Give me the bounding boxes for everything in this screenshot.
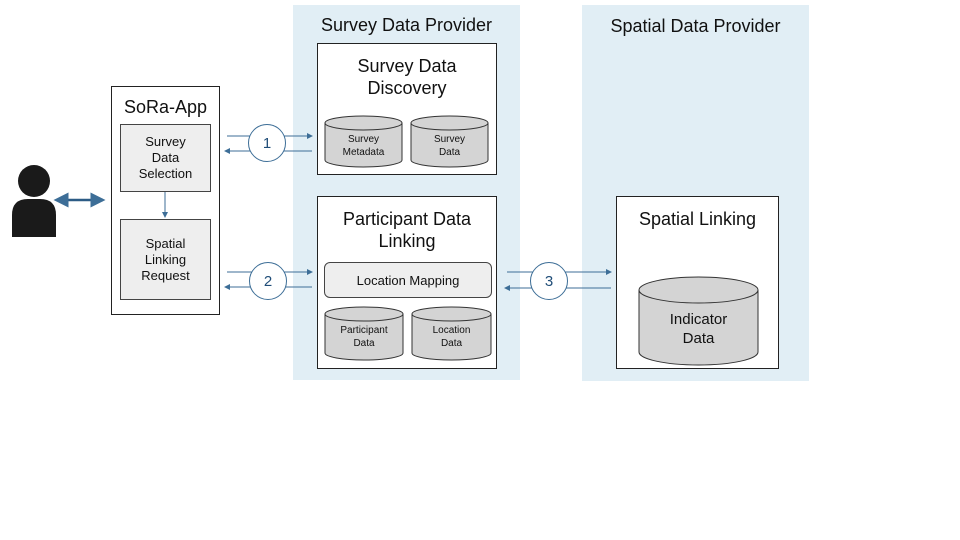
step-3-badge: 3 <box>530 262 568 300</box>
indicator-data-label: Indicator Data <box>669 311 728 347</box>
participant-data-label: Participant Data <box>340 325 388 349</box>
survey-metadata-label: Survey Metadata <box>342 134 385 158</box>
location-data-database: Location Data <box>411 306 492 361</box>
location-data-label: Location Data <box>432 325 471 349</box>
spatial-data-provider-title: Spatial Data Provider <box>610 16 781 36</box>
spatial-linking-request[interactable]: Spatial Linking Request <box>120 219 211 300</box>
survey-data-provider-title: Survey Data Provider <box>320 15 493 35</box>
participant-data-linking-title: Participant Data Linking <box>342 209 472 251</box>
survey-data-selection[interactable]: Survey Data Selection <box>120 124 211 192</box>
indicator-data-database: Indicator Data <box>638 276 759 367</box>
step-2-badge: 2 <box>249 262 287 300</box>
survey-data-label: Survey Data <box>433 134 466 158</box>
survey-data-discovery-title: Survey Data Discovery <box>357 56 457 98</box>
user-icon <box>10 163 58 237</box>
survey-data-database: Survey Data <box>410 115 489 168</box>
spatial-linking-title: Spatial Linking <box>638 209 757 229</box>
participant-data-database: Participant Data <box>324 306 404 361</box>
location-mapping[interactable]: Location Mapping <box>324 262 492 298</box>
step-1-badge: 1 <box>248 124 286 162</box>
survey-metadata-database: Survey Metadata <box>324 115 403 168</box>
sora-app-title: SoRa-App <box>123 97 208 117</box>
